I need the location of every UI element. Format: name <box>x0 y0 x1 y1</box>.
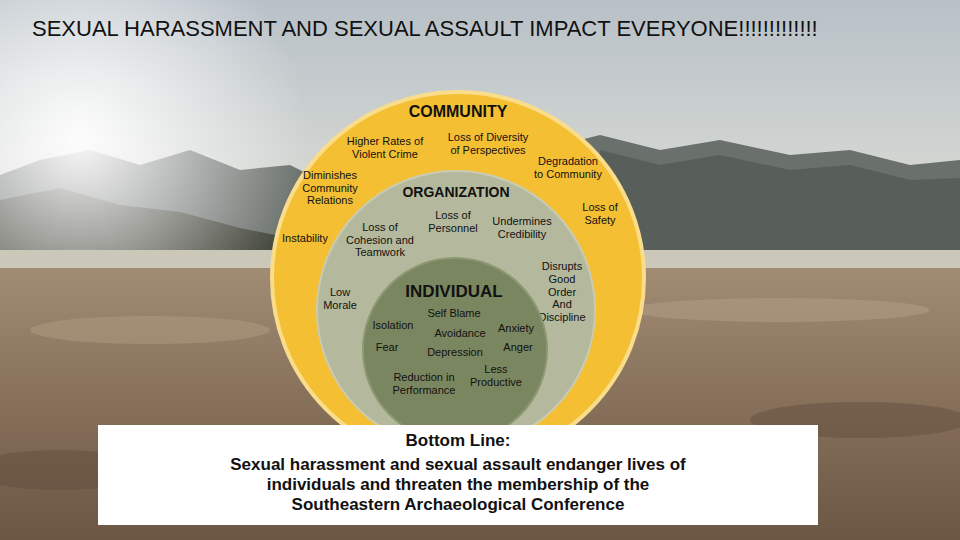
circle-fill <box>317 171 595 449</box>
text-line: Instability <box>282 232 328 245</box>
heading-text: INDIVIDUAL <box>405 282 502 302</box>
impact-text: Reduction in Performance <box>393 371 456 397</box>
text-line: Order <box>538 286 585 299</box>
text-line: Bottom Line: <box>406 431 511 451</box>
impact-text: Self Blame <box>427 307 480 320</box>
text-line: Self Blame <box>427 307 480 320</box>
circle-fill <box>363 258 547 442</box>
impact-text: Loss of Cohesion and Teamwork <box>346 221 414 260</box>
text-line: INDIVIDUAL <box>405 282 502 302</box>
text-line: Teamwork <box>346 246 414 259</box>
text-line: Violent Crime <box>347 148 423 161</box>
impact-text: Fear <box>376 341 399 354</box>
text-line: Safety <box>582 214 617 227</box>
impact-text: Depression <box>427 346 483 359</box>
impact-text: Undermines Credibility <box>492 215 551 241</box>
heading-text: COMMUNITY <box>409 103 508 122</box>
slide-title: SEXUAL HARASSMENT AND SEXUAL ASSAULT IMP… <box>32 16 818 42</box>
heading-text: ORGANIZATION <box>402 184 509 201</box>
ground-patch <box>30 316 270 344</box>
text-line: Loss of <box>346 221 414 234</box>
text-line: Disrupts <box>538 260 585 273</box>
impact-text: Loss of Personnel <box>428 209 478 235</box>
text-line: Morale <box>323 299 357 312</box>
ground-patch <box>630 298 930 322</box>
impact-circle: ORGANIZATION Loss of Personnel Undermines … <box>316 170 596 450</box>
text-line: Less <box>470 363 522 376</box>
impact-circle: INDIVIDUALSelf BlameIsolationAvoidanceAn… <box>362 257 548 443</box>
impact-text: Degradation to Community <box>534 155 602 181</box>
text-line: Loss of <box>582 201 617 214</box>
text-line: Sexual harassment and sexual assault end… <box>230 455 685 475</box>
text-line: Community <box>302 182 358 195</box>
text-line: Higher Rates of <box>347 135 423 148</box>
text-line: to Community <box>534 168 602 181</box>
text-line: ORGANIZATION <box>402 184 509 201</box>
impact-text: Less Productive <box>470 363 522 389</box>
text-line: COMMUNITY <box>409 103 508 122</box>
text-line: Degradation <box>534 155 602 168</box>
text-line: Fear <box>376 341 399 354</box>
text-line: Reduction in <box>393 371 456 384</box>
text-line: Undermines <box>492 215 551 228</box>
text-line: Personnel <box>428 222 478 235</box>
impact-text: Avoidance <box>434 327 485 340</box>
text-line: Cohesion and <box>346 234 414 247</box>
heading-text: Bottom Line: <box>406 431 511 451</box>
text-line: Avoidance <box>434 327 485 340</box>
text-line: Depression <box>427 346 483 359</box>
text-line: Productive <box>470 376 522 389</box>
text-line: Loss of Diversity <box>448 131 529 144</box>
text-line: Low <box>323 286 357 299</box>
text-line: Southeastern Archaeological Conference <box>230 495 685 515</box>
impact-text: Diminishes Community Relations <box>302 169 358 208</box>
text-line: Anxiety <box>498 322 534 335</box>
bottom-line-box: Bottom Line: Sexual harassment and sexual… <box>98 425 818 525</box>
impact-text: Isolation <box>373 319 414 332</box>
impact-text: Instability <box>282 232 328 245</box>
text-line: Good <box>538 273 585 286</box>
text-line: And <box>538 298 585 311</box>
impact-text: Higher Rates of Violent Crime <box>347 135 423 161</box>
text-line: Isolation <box>373 319 414 332</box>
impact-text: Loss of Safety <box>582 201 617 227</box>
text-line: Anger <box>503 341 532 354</box>
box-fill <box>98 425 818 525</box>
text-line: Diminishes <box>302 169 358 182</box>
impact-text: Low Morale <box>323 286 357 312</box>
impact-text: Loss of Diversity of Perspectives <box>448 131 529 157</box>
circle-fill <box>272 92 644 464</box>
impact-circle: COMMUNITYHigher Rates of Violent CrimeLo… <box>270 90 646 466</box>
impact-text: Anxiety <box>498 322 534 335</box>
text-line: Relations <box>302 194 358 207</box>
text-line: Performance <box>393 384 456 397</box>
impact-text: Anger <box>503 341 532 354</box>
text-line: Discipline <box>538 311 585 324</box>
text-line: of Perspectives <box>448 144 529 157</box>
impact-text: Disrupts Good Order And Discipline <box>538 260 585 325</box>
text-line: individuals and threaten the membership … <box>230 475 685 495</box>
heading-text: Sexual harassment and sexual assault end… <box>230 455 685 515</box>
text-line: Loss of <box>428 209 478 222</box>
text-line: Credibility <box>492 228 551 241</box>
